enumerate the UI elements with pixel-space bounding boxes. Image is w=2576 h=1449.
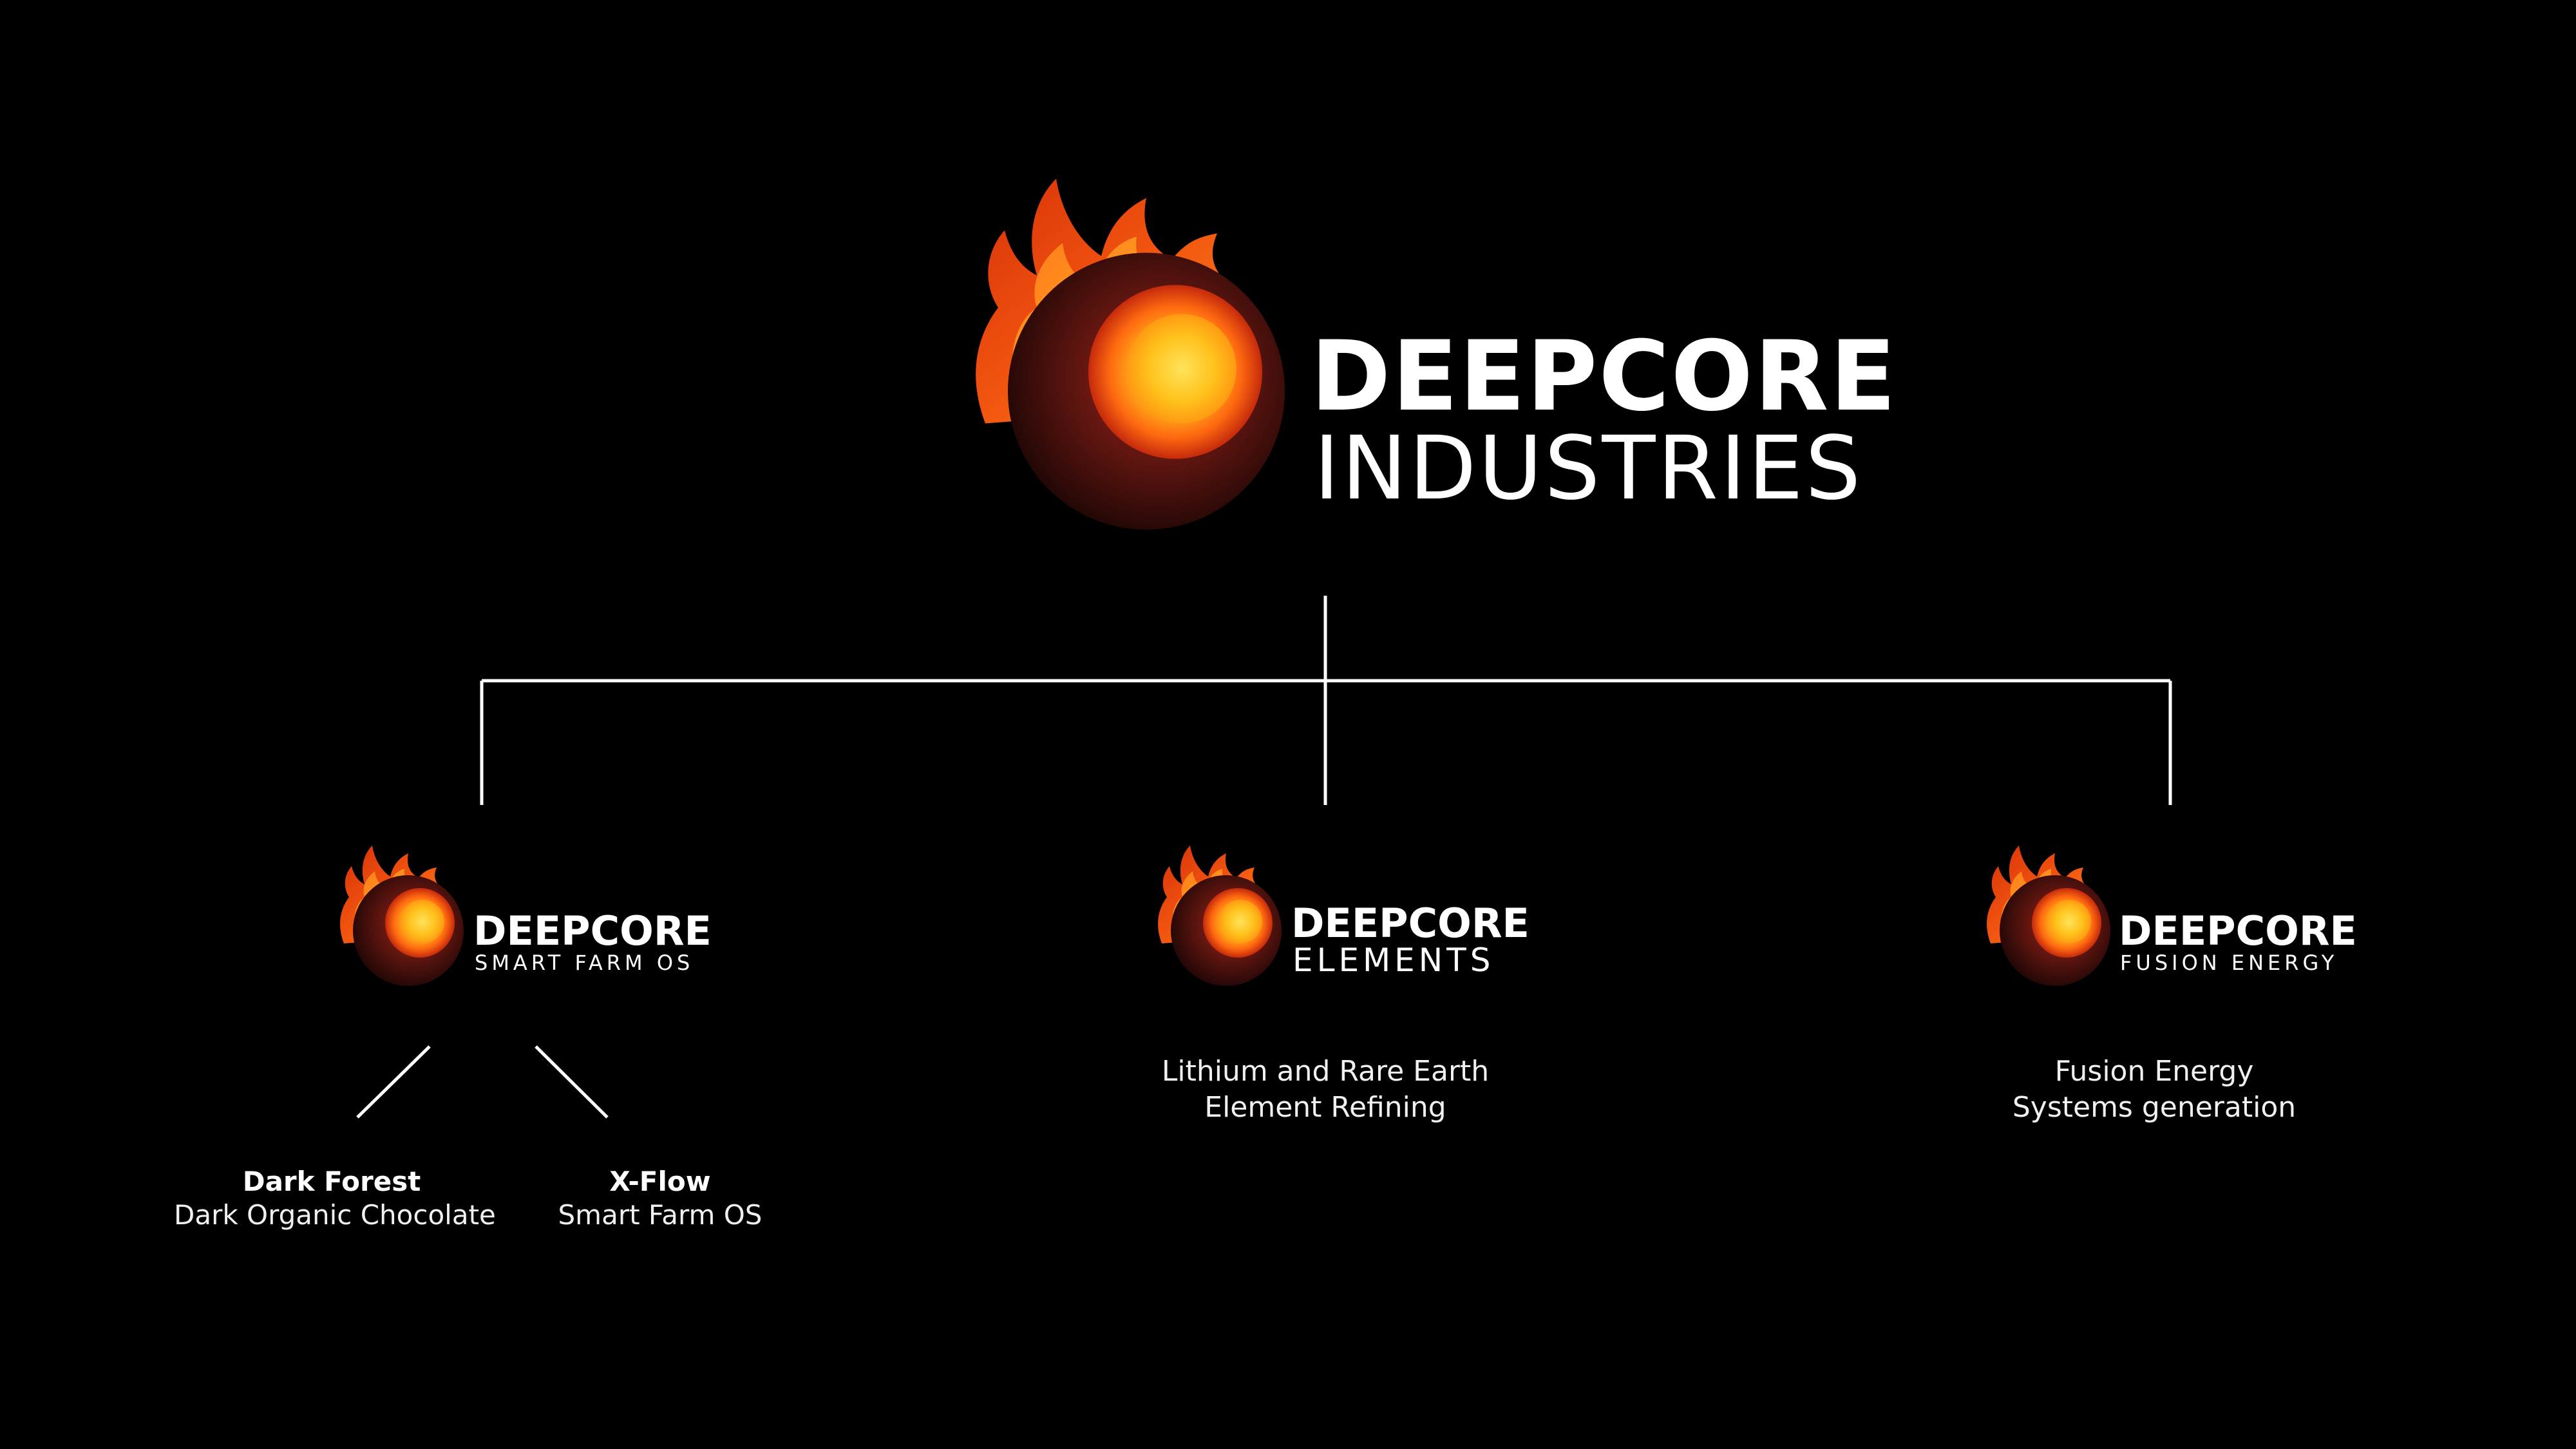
leaf-desc-dark-forest: Dark Organic Chocolate	[174, 1199, 496, 1231]
division-title: DEEPCORE	[1291, 900, 1530, 947]
division-description: Lithium and Rare Earth Element Refining	[1068, 1054, 1583, 1126]
description-line: Systems generation	[2012, 1091, 2297, 1124]
fire-sphere-logo-icon	[976, 178, 1285, 530]
division-subtitle: SMART FARM OS	[475, 951, 694, 975]
division-subtitle: FUSION ENERGY	[2120, 951, 2338, 975]
fire-sphere-logo-icon	[1158, 846, 1282, 986]
description-line: Element Refining	[1204, 1091, 1446, 1124]
description-line: Lithium and Rare Earth	[1161, 1055, 1490, 1088]
root-title: DEEPCORE	[1311, 321, 1897, 433]
fire-sphere-logo-icon	[340, 846, 464, 986]
division-title: DEEPCORE	[473, 907, 712, 954]
root-subtitle: INDUSTRIES	[1314, 418, 1863, 520]
division-subtitle: ELEMENTS	[1293, 942, 1495, 979]
leaf-desc-x-flow: Smart Farm OS	[558, 1199, 762, 1231]
description-line: Fusion Energy	[2054, 1055, 2254, 1088]
fire-sphere-logo-icon	[1987, 846, 2110, 986]
division-description: Fusion Energy Systems generation	[1897, 1054, 2412, 1126]
division-title: DEEPCORE	[2119, 907, 2357, 954]
leaf-line-x-flow	[535, 1045, 609, 1119]
leaf-title-dark-forest: Dark Forest	[242, 1166, 421, 1197]
leaf-line-dark-forest	[356, 1045, 431, 1119]
leaf-title-x-flow: X-Flow	[609, 1166, 711, 1197]
